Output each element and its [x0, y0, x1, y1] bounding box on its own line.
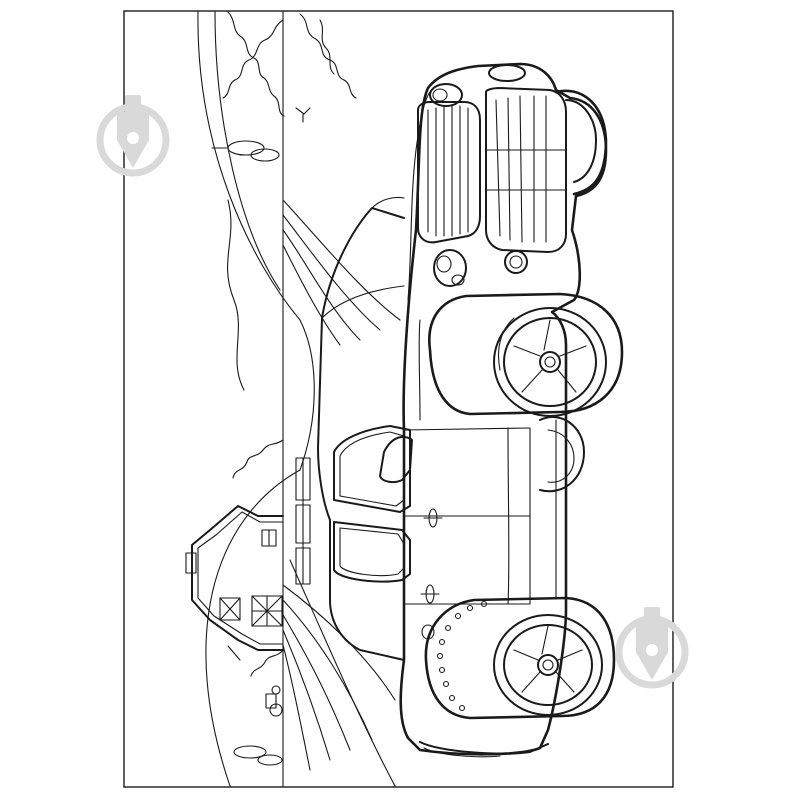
bushes — [232, 439, 284, 479]
field-curve — [205, 469, 301, 787]
tow-hook — [488, 64, 526, 82]
hill-outline — [197, 11, 315, 471]
pickup-truck — [317, 62, 624, 758]
front-bumper — [485, 64, 567, 253]
headlight-top — [429, 83, 463, 107]
rear-hub — [537, 654, 559, 676]
field-curve-2 — [289, 559, 396, 787]
hood-line — [407, 91, 431, 301]
barn-door-left — [219, 597, 241, 621]
watermark-top-left — [96, 95, 170, 177]
background-landscape — [185, 11, 401, 787]
barn — [185, 505, 284, 661]
page-frame — [123, 10, 674, 788]
fuel-cap — [421, 624, 435, 640]
tractor — [265, 685, 283, 717]
grille — [417, 101, 481, 244]
small-trees — [211, 140, 283, 766]
side-mirror — [379, 435, 413, 484]
rear-window — [333, 521, 411, 583]
rear-wheel — [424, 596, 616, 720]
front-wheel-top — [554, 89, 608, 196]
watermark-bottom-right — [615, 607, 689, 689]
middle-wheel — [539, 416, 585, 493]
bird — [295, 107, 311, 123]
rocker-panel — [555, 419, 567, 601]
fence — [295, 457, 311, 585]
field-rows — [282, 199, 401, 771]
tree-cluster-top — [222, 11, 357, 117]
wavy-path — [227, 199, 245, 391]
door-handle-rear — [420, 584, 440, 604]
hill-outline-2 — [214, 11, 281, 291]
fender-rivets — [436, 600, 488, 712]
windshield — [317, 207, 405, 449]
front-window — [333, 425, 411, 513]
truck-body-outline — [399, 62, 608, 756]
front-wheel — [428, 292, 624, 417]
rear-bumper — [419, 741, 549, 755]
door-handle-front — [423, 508, 443, 528]
front-hub — [539, 351, 561, 373]
barn-loft — [185, 552, 197, 574]
headlight-bottom — [433, 249, 467, 287]
